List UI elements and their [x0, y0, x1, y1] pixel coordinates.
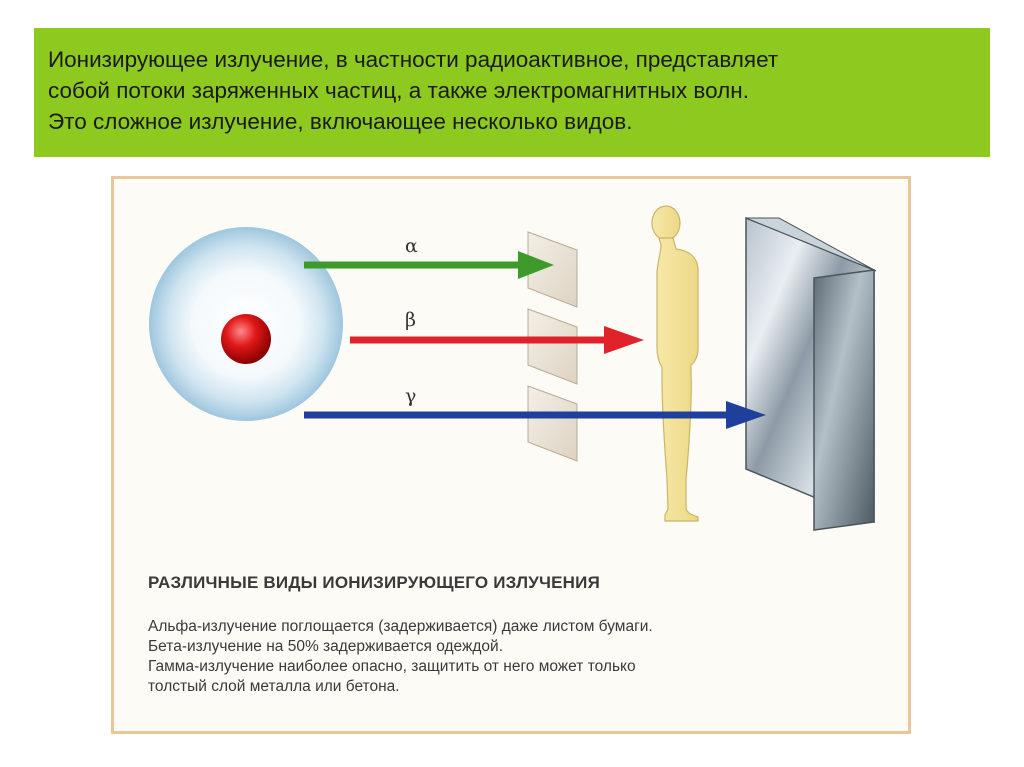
gamma-symbol: γ	[405, 385, 416, 407]
gamma-ray	[304, 401, 766, 429]
beta-ray	[350, 326, 644, 354]
metal-slab-top	[745, 217, 877, 272]
paper-sheet-gamma	[527, 385, 578, 462]
radiation-diagram: α β γ	[149, 205, 877, 531]
metal-slab-side	[813, 269, 875, 531]
intro-text-box: Ионизирующее излучение, в частности ради…	[34, 28, 990, 157]
caption-line-gamma-cont: толстый слой металла или бетона.	[148, 678, 400, 695]
human-figure	[651, 205, 699, 522]
radiation-figure: α β γ РАЗЛИЧНЫЕ ВИДЫ ИОНИЗИРУЮЩЕГО ИЗЛУЧ…	[111, 176, 911, 734]
caption-line-alpha: Альфа-излучение поглощается (задерживает…	[148, 618, 653, 635]
caption-text: Альфа-излучение поглощается (задерживает…	[148, 617, 653, 697]
intro-line-2: собой потоки заряженных частиц, а также …	[48, 78, 749, 103]
alpha-ray	[304, 251, 554, 279]
caption-line-gamma: Гамма-излучение наиболее опасно, защитит…	[148, 658, 636, 675]
paper-sheet-beta	[527, 308, 578, 385]
caption-line-beta: Бета-излучение на 50% задерживается одеж…	[148, 638, 503, 655]
intro-line-3: Это сложное излучение, включающее нескол…	[48, 109, 633, 134]
intro-line-1: Ионизирующее излучение, в частности ради…	[48, 47, 779, 72]
atom-nucleus	[221, 314, 271, 364]
caption-title: РАЗЛИЧНЫЕ ВИДЫ ИОНИЗИРУЮЩЕГО ИЗЛУЧЕНИЯ	[148, 573, 600, 592]
beta-symbol: β	[405, 309, 416, 331]
alpha-symbol: α	[405, 235, 418, 257]
